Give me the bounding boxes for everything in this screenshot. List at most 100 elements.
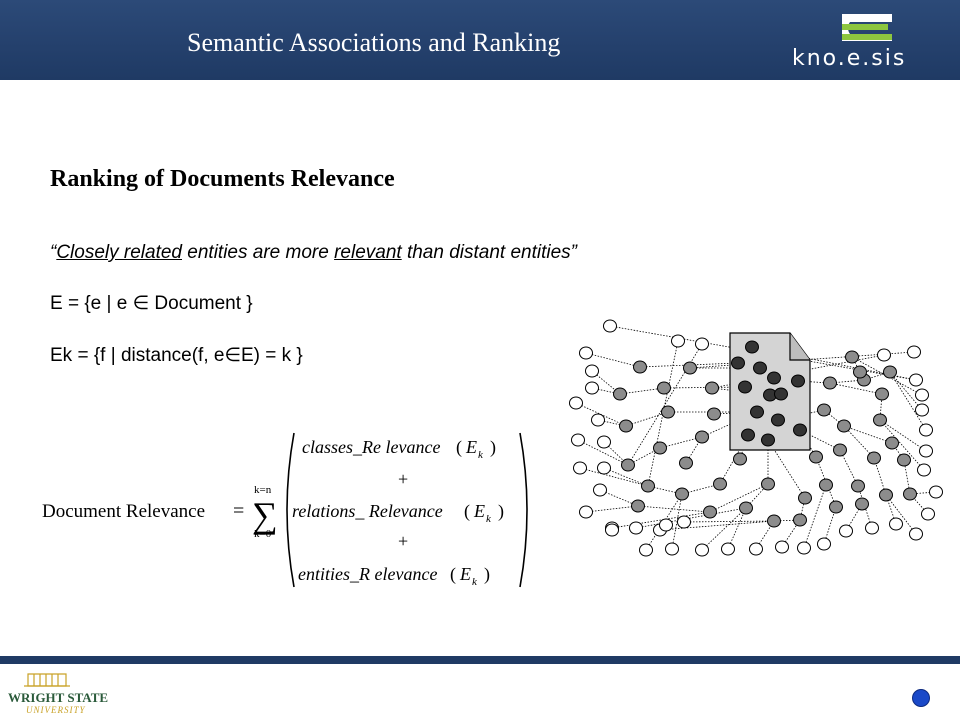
sum-lower-limit: k=0 (254, 528, 272, 540)
formula-term-2: relations_ Relevance ( E k ) (292, 501, 504, 525)
slide-title: Semantic Associations and Ranking (187, 28, 561, 57)
related-entity-node (619, 419, 633, 433)
related-entity-node (809, 450, 823, 464)
graph-edge (727, 507, 747, 550)
distant-entity-node (909, 373, 923, 387)
related-entity-node (853, 365, 867, 379)
graph-edge (585, 504, 639, 513)
svg-text:k: k (486, 513, 492, 525)
related-entity-node (679, 456, 693, 470)
distant-entity-node (929, 485, 943, 499)
related-entity-node (817, 403, 831, 417)
distant-entity-node (603, 319, 617, 333)
svg-text:E: E (459, 564, 471, 584)
graph-edge (889, 371, 923, 411)
svg-text:relations_ Relevance: relations_ Relevance (292, 501, 443, 521)
related-entity-node (823, 376, 837, 390)
graph-edge (577, 439, 629, 466)
related-entity-node (703, 505, 717, 519)
document-entity-node (791, 374, 805, 388)
distant-entity-node (915, 403, 929, 417)
svg-text:entities_R elevance: entities_R elevance (298, 564, 437, 584)
distant-entity-node (749, 542, 763, 556)
distant-entity-node (585, 381, 599, 395)
related-entity-node (633, 360, 647, 374)
related-entity-node (883, 365, 897, 379)
graph-edge (797, 379, 831, 384)
graph-edge (625, 411, 669, 427)
distant-entity-node (775, 540, 789, 554)
related-entity-node (613, 387, 627, 401)
document-entity-node (771, 413, 785, 427)
svg-text:): ) (490, 437, 496, 458)
graph-edge (843, 425, 893, 444)
distant-entity-node (909, 527, 923, 541)
svg-text:(: ( (464, 501, 470, 522)
distant-entity-node (907, 345, 921, 359)
distant-entity-node (917, 463, 931, 477)
related-entity-node (798, 491, 812, 505)
formula-equals: = (233, 500, 244, 522)
graph-edge (885, 494, 917, 535)
graph-edge (839, 449, 859, 487)
distant-entity-node (585, 364, 599, 378)
related-entity-node (733, 452, 747, 466)
plus-sign-1: + (398, 469, 408, 489)
svg-text:E: E (473, 501, 485, 521)
sum-sign-icon: ∑ (252, 495, 278, 535)
distant-entity-node (573, 461, 587, 475)
navigation-button[interactable] (912, 689, 930, 707)
left-paren (286, 432, 295, 588)
graph-edge (579, 467, 649, 488)
slide-heading: Ranking of Documents Relevance (50, 166, 395, 192)
related-entity-node (705, 381, 719, 395)
distant-entity-node (721, 542, 735, 556)
related-entity-node (713, 477, 727, 491)
relevance-formula: Document Relevance = k=n ∑ k=0 classes_R… (42, 432, 528, 588)
document-entity-node (761, 433, 775, 447)
related-entity-node (739, 501, 753, 515)
graph-edge (843, 425, 875, 459)
distant-entity-node (659, 518, 673, 532)
related-entity-node (761, 477, 775, 491)
distant-entity-node (915, 388, 929, 402)
distant-entity-node (817, 537, 831, 551)
distant-entity-node (695, 337, 709, 351)
graph-edge (829, 381, 883, 395)
related-entity-node (897, 453, 911, 467)
graph-edge (879, 419, 925, 471)
set-ek-definition: Ek = {f | distance(f, e∈E) = k } (50, 345, 303, 366)
graph-nodes (569, 319, 943, 557)
set-e-definition: E = {e | e ∈ Document } (50, 293, 253, 314)
distant-entity-node (569, 396, 583, 410)
distant-entity-node (629, 521, 643, 535)
document-entity-node (767, 371, 781, 385)
svg-text:(: ( (450, 564, 456, 585)
svg-text:k: k (478, 449, 484, 461)
related-entity-node (873, 413, 887, 427)
distant-entity-node (597, 461, 611, 475)
graph-edge (603, 467, 649, 487)
distant-entity-node (677, 515, 691, 529)
right-paren (519, 432, 528, 588)
related-entity-node (767, 514, 781, 528)
related-entity-node (695, 430, 709, 444)
wright-state-logo: WRIGHT STATE UNIVERSITY (8, 673, 108, 715)
quote-line: “Closely related entities are more relev… (50, 242, 578, 263)
graph-edge (619, 386, 665, 395)
related-entity-node (675, 487, 689, 501)
formula-term-3: entities_R elevance ( E k ) (298, 564, 490, 588)
distant-entity-node (839, 524, 853, 538)
sum-upper-limit: k=n (254, 484, 272, 496)
relevant-term: relevant (334, 242, 402, 263)
distant-entity-node (597, 435, 611, 449)
related-entity-node (653, 441, 667, 455)
distant-entity-node (919, 423, 933, 437)
related-entity-node (833, 443, 847, 457)
related-entity-node (851, 479, 865, 493)
distant-entity-node (591, 413, 605, 427)
graph-edge (637, 505, 711, 514)
graph-edge (879, 419, 927, 452)
svg-text:): ) (498, 501, 504, 522)
closely-related-term: Closely related (56, 242, 182, 263)
